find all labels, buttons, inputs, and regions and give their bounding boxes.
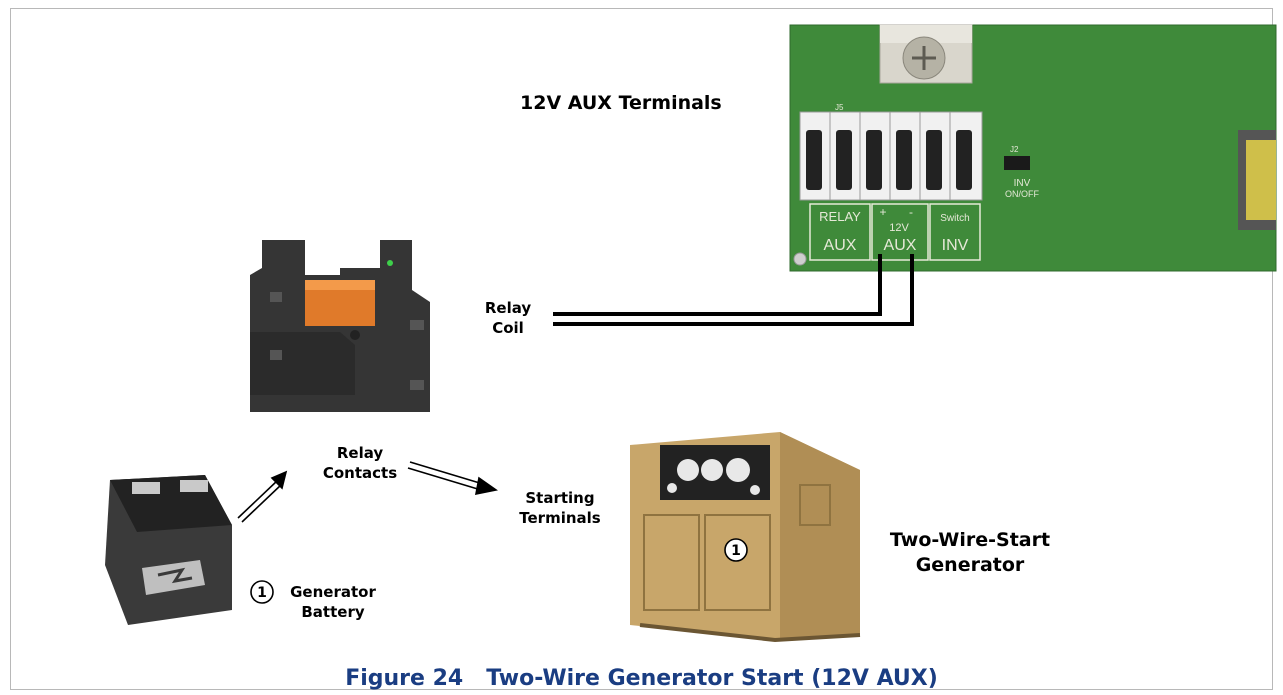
pcb-j2-label: J2 [1010, 145, 1019, 154]
battery-image [105, 475, 232, 625]
battery-label: Generator Battery [278, 583, 388, 622]
relay-coil-label-line2: Coil [478, 319, 538, 339]
relay-contacts-label-line1: Relay [310, 444, 410, 464]
control-board-image: J5 RELAY AUX + - 12V AUX Switch INV J2 I… [790, 25, 1276, 271]
relay-coil-label: Relay Coil [478, 299, 538, 338]
generator-label-line1: Two-Wire-Start [870, 528, 1070, 553]
pcb-12v-label: 12V [889, 222, 909, 234]
generator-callout-circle: 1 [725, 539, 747, 561]
generator-label: Two-Wire-Start Generator [870, 528, 1070, 577]
aux-terminals-label: 12V AUX Terminals [520, 91, 722, 116]
pcb-relay-label: RELAY [819, 209, 861, 224]
battery-callout-circle: 1 [251, 581, 273, 603]
pcb-switch-label: Switch [940, 213, 969, 224]
relay-coil-label-line1: Relay [478, 299, 538, 319]
pcb-j5-label: J5 [835, 103, 844, 112]
relay-contacts-label: Relay Contacts [310, 444, 410, 483]
pcb-inv-label: INV [942, 237, 969, 254]
pcb-relay-aux-label: AUX [824, 237, 857, 254]
relay-to-terminals-arrow [408, 462, 496, 494]
starting-terminals-label-line1: Starting [505, 489, 615, 509]
relay-image [250, 240, 430, 412]
generator-image [630, 432, 860, 640]
pcb-aux-label: AUX [884, 237, 917, 254]
pcb-inv-onoff-2: ON/OFF [1005, 189, 1039, 199]
battery-label-line1: Generator [278, 583, 388, 603]
pcb-minus-label: - [909, 205, 913, 219]
starting-terminals-label: Starting Terminals [505, 489, 615, 528]
figure-caption: Figure 24 Two-Wire Generator Start (12V … [0, 666, 1283, 691]
battery-label-line2: Battery [278, 603, 388, 623]
generator-label-line2: Generator [870, 553, 1070, 578]
battery-to-relay-arrow [238, 472, 286, 522]
relay-contacts-label-line2: Contacts [310, 464, 410, 484]
starting-terminals-label-line2: Terminals [505, 509, 615, 529]
pcb-plus-label: + [879, 205, 886, 219]
battery-callout-number: 1 [257, 585, 267, 601]
generator-callout-number: 1 [731, 543, 741, 559]
pcb-inv-onoff-1: INV [1014, 178, 1031, 189]
